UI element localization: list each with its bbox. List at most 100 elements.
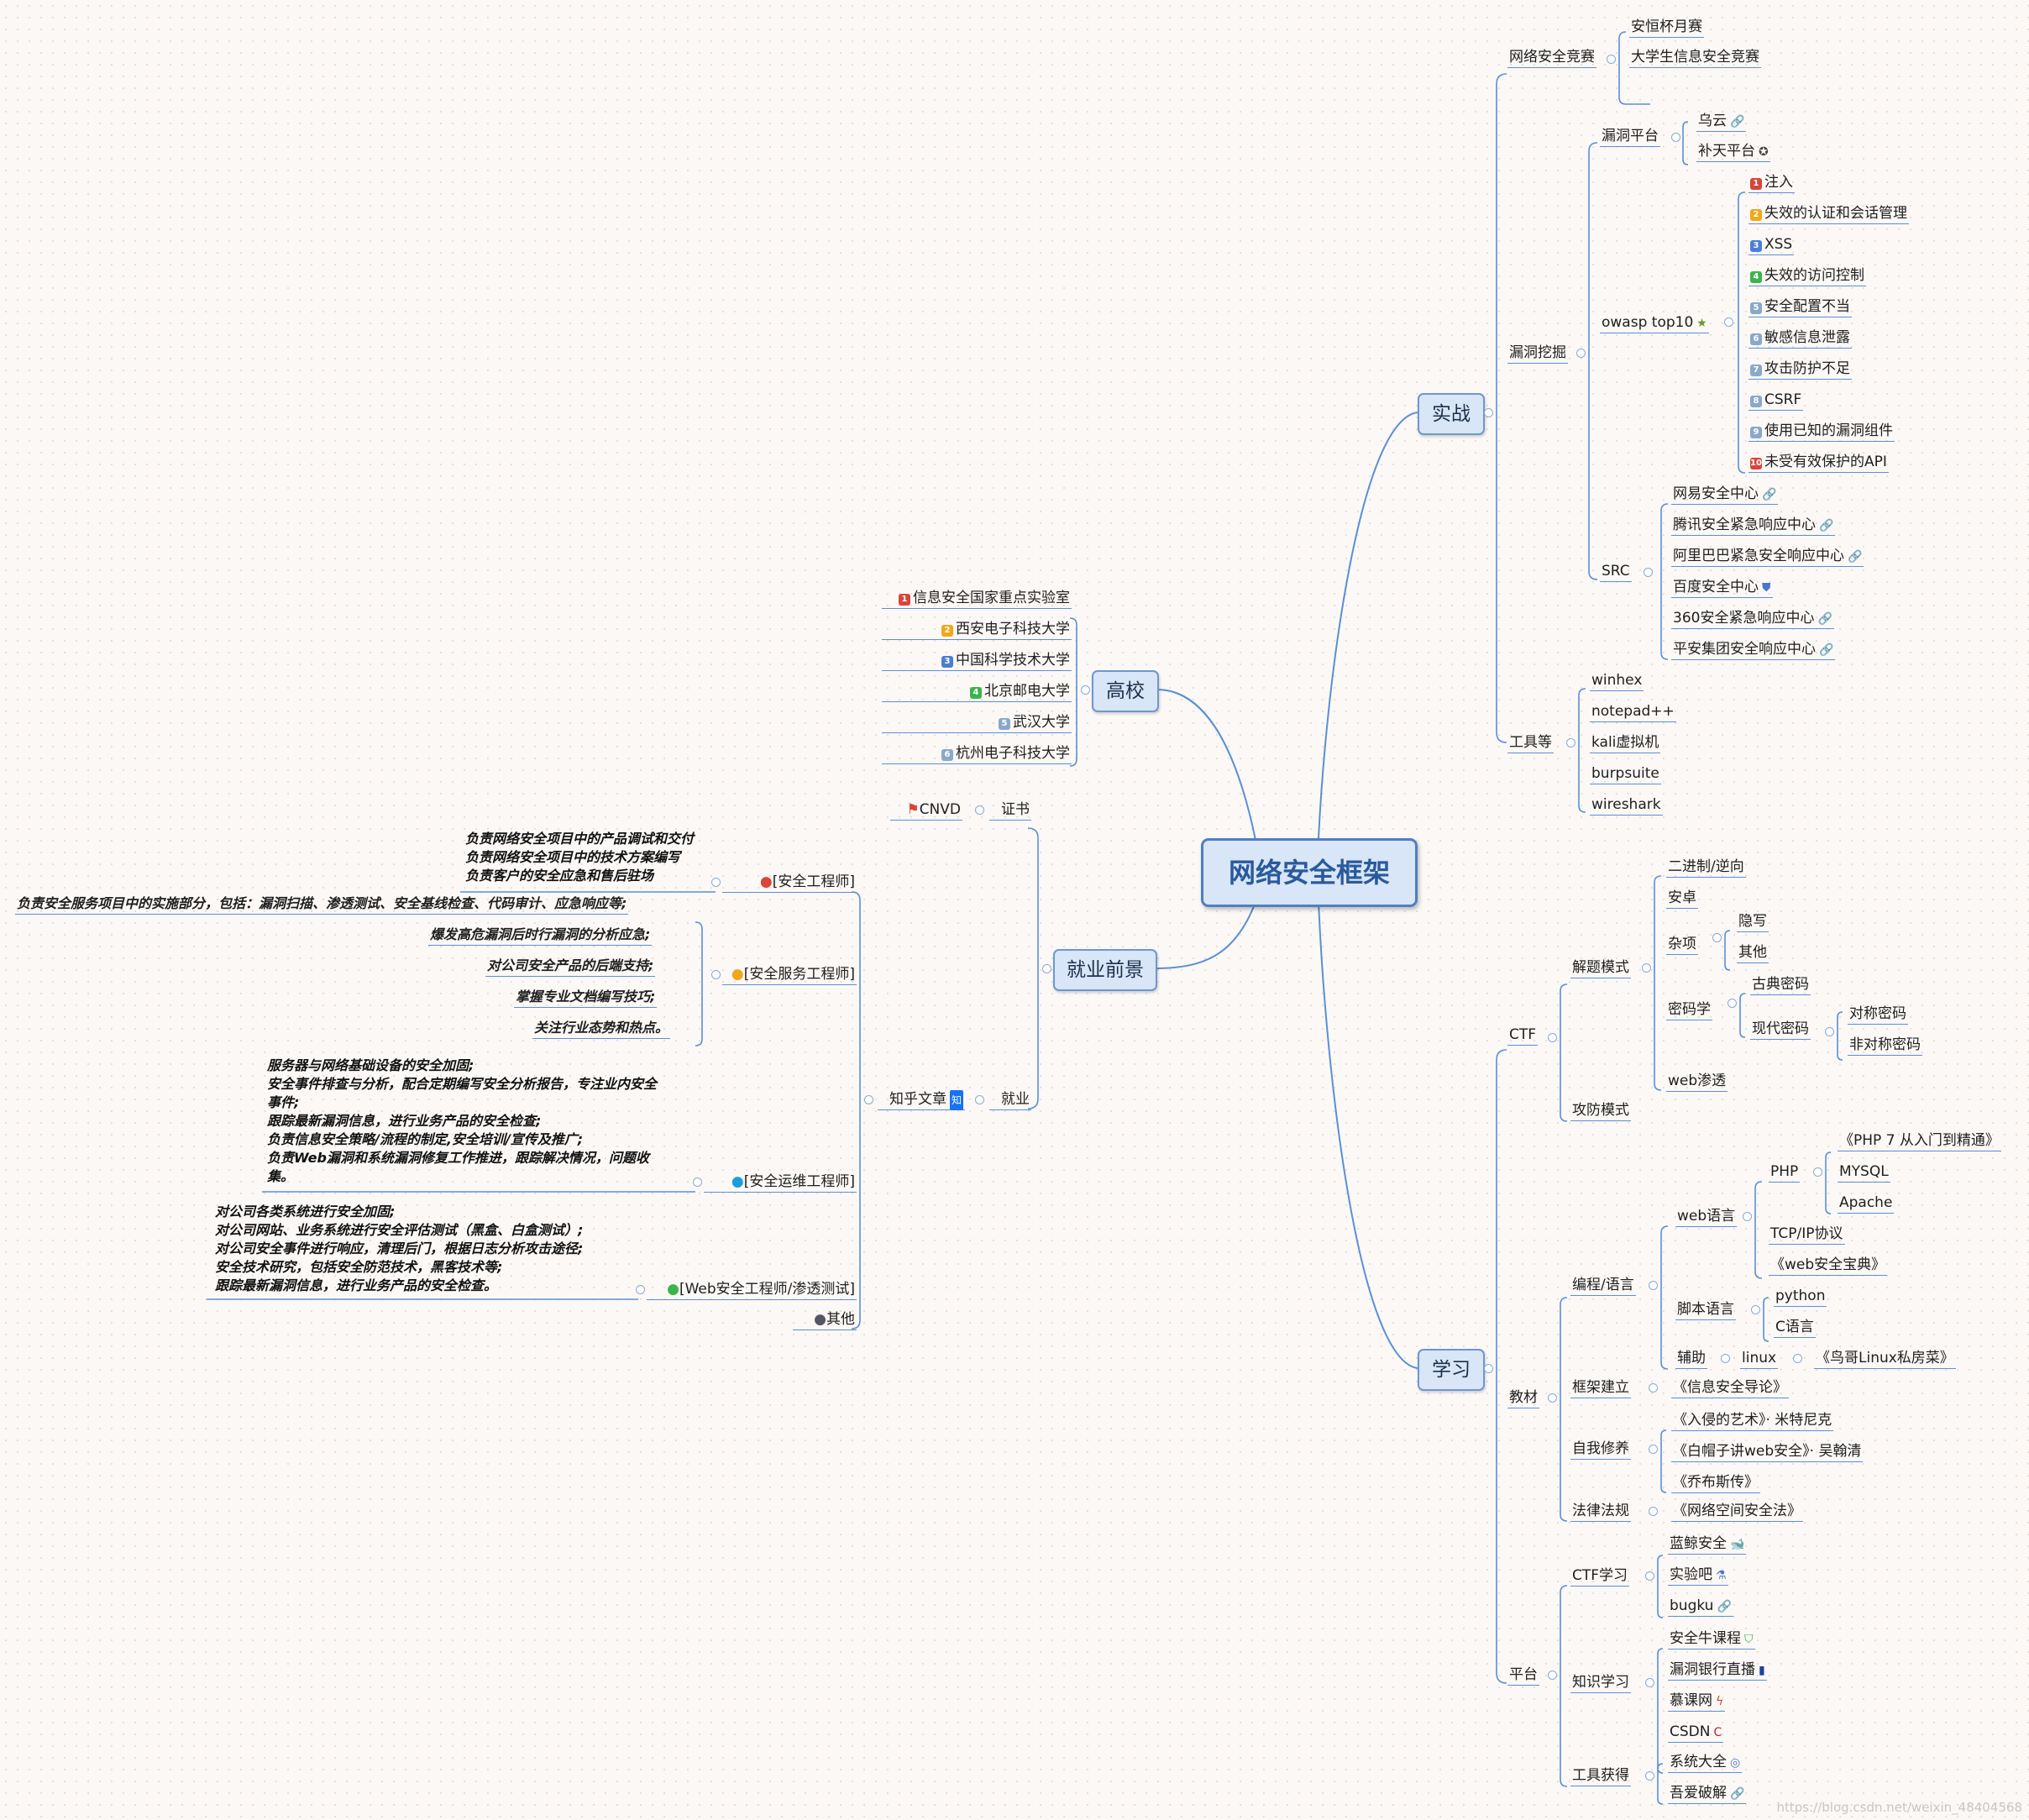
collapse-toggle-icon[interactable] — [1042, 964, 1051, 973]
node-jieti[interactable]: 解题模式 — [1570, 957, 1631, 978]
collapse-toggle-icon[interactable] — [1645, 1678, 1654, 1687]
node-daxuesheng[interactable]: 大学生信息安全竞赛 — [1629, 47, 1761, 68]
node-role[interactable]: ●[Web安全工程师/渗透测试] — [647, 1279, 857, 1300]
collapse-toggle-icon[interactable] — [1576, 349, 1586, 358]
node-jieti-item[interactable]: 安卓 — [1666, 888, 1698, 909]
collapse-toggle-icon[interactable] — [1548, 1033, 1557, 1042]
branch-shizhan[interactable]: 实战 — [1418, 393, 1485, 435]
collapse-toggle-icon[interactable] — [1548, 1393, 1557, 1403]
collapse-toggle-icon[interactable] — [1644, 568, 1653, 577]
node-xiuyang-item[interactable]: 《乔布斯传》 — [1671, 1472, 1760, 1493]
node-linux[interactable]: linux — [1740, 1348, 1779, 1369]
collapse-toggle-icon[interactable] — [975, 1095, 984, 1104]
collapse-toggle-icon[interactable] — [1712, 933, 1722, 942]
branch-xuexi[interactable]: 学习 — [1418, 1349, 1485, 1391]
node-anheng[interactable]: 安恒杯月赛 — [1629, 17, 1704, 38]
node-linux-book[interactable]: 《鸟哥Linux私房菜》 — [1814, 1348, 1956, 1369]
node-jieti-item[interactable]: web渗透 — [1666, 1071, 1728, 1092]
collapse-toggle-icon[interactable] — [1642, 963, 1651, 973]
collapse-toggle-icon[interactable] — [1751, 1305, 1760, 1314]
node-src-item[interactable]: 百度安全中心⛊ — [1671, 577, 1773, 598]
collapse-toggle-icon[interactable] — [1721, 1354, 1730, 1363]
root-topic[interactable]: 网络安全框架 — [1201, 838, 1418, 907]
node-role[interactable]: ●其他 — [793, 1309, 857, 1330]
node-role-duty[interactable]: 对公司安全产品的后端支持; — [485, 956, 656, 977]
collapse-toggle-icon[interactable] — [1484, 1364, 1493, 1373]
node-cnvd[interactable]: ⚑CNVD — [890, 800, 962, 821]
collapse-toggle-icon[interactable] — [1728, 999, 1737, 1008]
collapse-toggle-icon[interactable] — [1566, 738, 1575, 747]
node-zhihu[interactable]: 知乎文章知 — [878, 1089, 965, 1110]
node-zhishi-item[interactable]: 漏洞银行直播▮ — [1668, 1660, 1767, 1681]
collapse-toggle-icon[interactable] — [1793, 1354, 1802, 1363]
node-role-duty[interactable]: 爆发高危漏洞后时行漏洞的分析应急; — [428, 925, 653, 946]
node-gongfang[interactable]: 攻防模式 — [1570, 1100, 1631, 1121]
collapse-toggle-icon[interactable] — [975, 805, 984, 815]
node-script[interactable]: 脚本语言 — [1675, 1299, 1736, 1320]
node-src-item[interactable]: 网易安全中心🔗 — [1671, 484, 1779, 505]
node-tool-item[interactable]: burpsuite — [1590, 763, 1661, 784]
node-role-duty[interactable]: 掌握专业文档编写技巧; — [514, 987, 658, 1008]
node-apache[interactable]: Apache — [1838, 1193, 1895, 1214]
node-web[interactable]: web语言 — [1675, 1206, 1738, 1227]
node-tool-item[interactable]: notepad++ — [1590, 701, 1676, 722]
collapse-toggle-icon[interactable] — [1607, 55, 1616, 64]
node-tool-item[interactable]: kali虚拟机 — [1590, 732, 1661, 753]
node-role-duty[interactable]: 关注行业态势和热点。 — [532, 1018, 671, 1039]
collapse-toggle-icon[interactable] — [1649, 1445, 1658, 1454]
node-tools[interactable]: 工具等 — [1507, 732, 1554, 753]
collapse-toggle-icon[interactable] — [1671, 133, 1680, 142]
collapse-toggle-icon[interactable] — [1081, 685, 1090, 695]
collapse-toggle-icon[interactable] — [711, 878, 721, 887]
collapse-toggle-icon[interactable] — [693, 1177, 702, 1187]
node-zhishi[interactable]: 知识学习 — [1570, 1672, 1631, 1693]
node-gongju-item[interactable]: 吾爱破解🔗 — [1668, 1783, 1747, 1804]
collapse-toggle-icon[interactable] — [1548, 1671, 1557, 1680]
node-xiuyang-item[interactable]: 《入侵的艺术》· 米特尼克 — [1671, 1410, 1834, 1431]
node-role[interactable]: ●[安全运维工程师] — [704, 1172, 857, 1193]
node-ctfxuexi-item[interactable]: 实验吧⚗ — [1668, 1565, 1728, 1586]
node-clang[interactable]: C语言 — [1774, 1317, 1816, 1338]
node-yinxie[interactable]: 隐写 — [1737, 911, 1769, 932]
node-role-duty[interactable]: 负责安全服务项目中的实施部分，包括：漏洞扫描、渗透测试、安全基线检查、代码审计、… — [15, 894, 629, 915]
collapse-toggle-icon[interactable] — [711, 970, 721, 979]
collapse-toggle-icon[interactable] — [1484, 408, 1493, 417]
node-ctfxuexi-item[interactable]: bugku🔗 — [1668, 1596, 1733, 1617]
collapse-toggle-icon[interactable] — [1645, 1771, 1654, 1781]
node-src-item[interactable]: 腾讯安全紧急响应中心🔗 — [1671, 515, 1836, 536]
collapse-toggle-icon[interactable] — [864, 1095, 873, 1104]
branch-jiuye[interactable]: 就业前景 — [1053, 949, 1157, 991]
node-jieti-item[interactable]: 二进制/逆向 — [1666, 857, 1746, 878]
node-pingtai[interactable]: 平台 — [1507, 1665, 1539, 1686]
node-mysql[interactable]: MYSQL — [1838, 1162, 1890, 1183]
node-role[interactable]: ●[安全工程师] — [722, 872, 857, 893]
node-src[interactable]: SRC — [1600, 561, 1632, 582]
collapse-toggle-icon[interactable] — [1724, 317, 1733, 327]
node-qita[interactable]: 其他 — [1737, 942, 1769, 963]
node-src-item[interactable]: 平安集团安全响应中心🔗 — [1671, 639, 1836, 660]
collapse-toggle-icon[interactable] — [636, 1285, 645, 1294]
node-jieti-item[interactable]: 密码学 — [1666, 999, 1712, 1020]
node-php[interactable]: PHP — [1769, 1162, 1801, 1183]
node-feiduichen[interactable]: 非对称密码 — [1848, 1035, 1922, 1056]
node-jiuye[interactable]: 就业 — [989, 1089, 1031, 1110]
node-src-item[interactable]: 阿里巴巴紧急安全响应中心🔗 — [1671, 546, 1864, 567]
node-falv-item[interactable]: 《网络空间安全法》 — [1671, 1501, 1803, 1522]
node-gudian[interactable]: 古典密码 — [1750, 974, 1811, 995]
node-jingsai[interactable]: 网络安全竞赛 — [1507, 47, 1596, 68]
node-gongju[interactable]: 工具获得 — [1570, 1765, 1631, 1786]
node-jiaocai[interactable]: 教材 — [1507, 1387, 1539, 1408]
